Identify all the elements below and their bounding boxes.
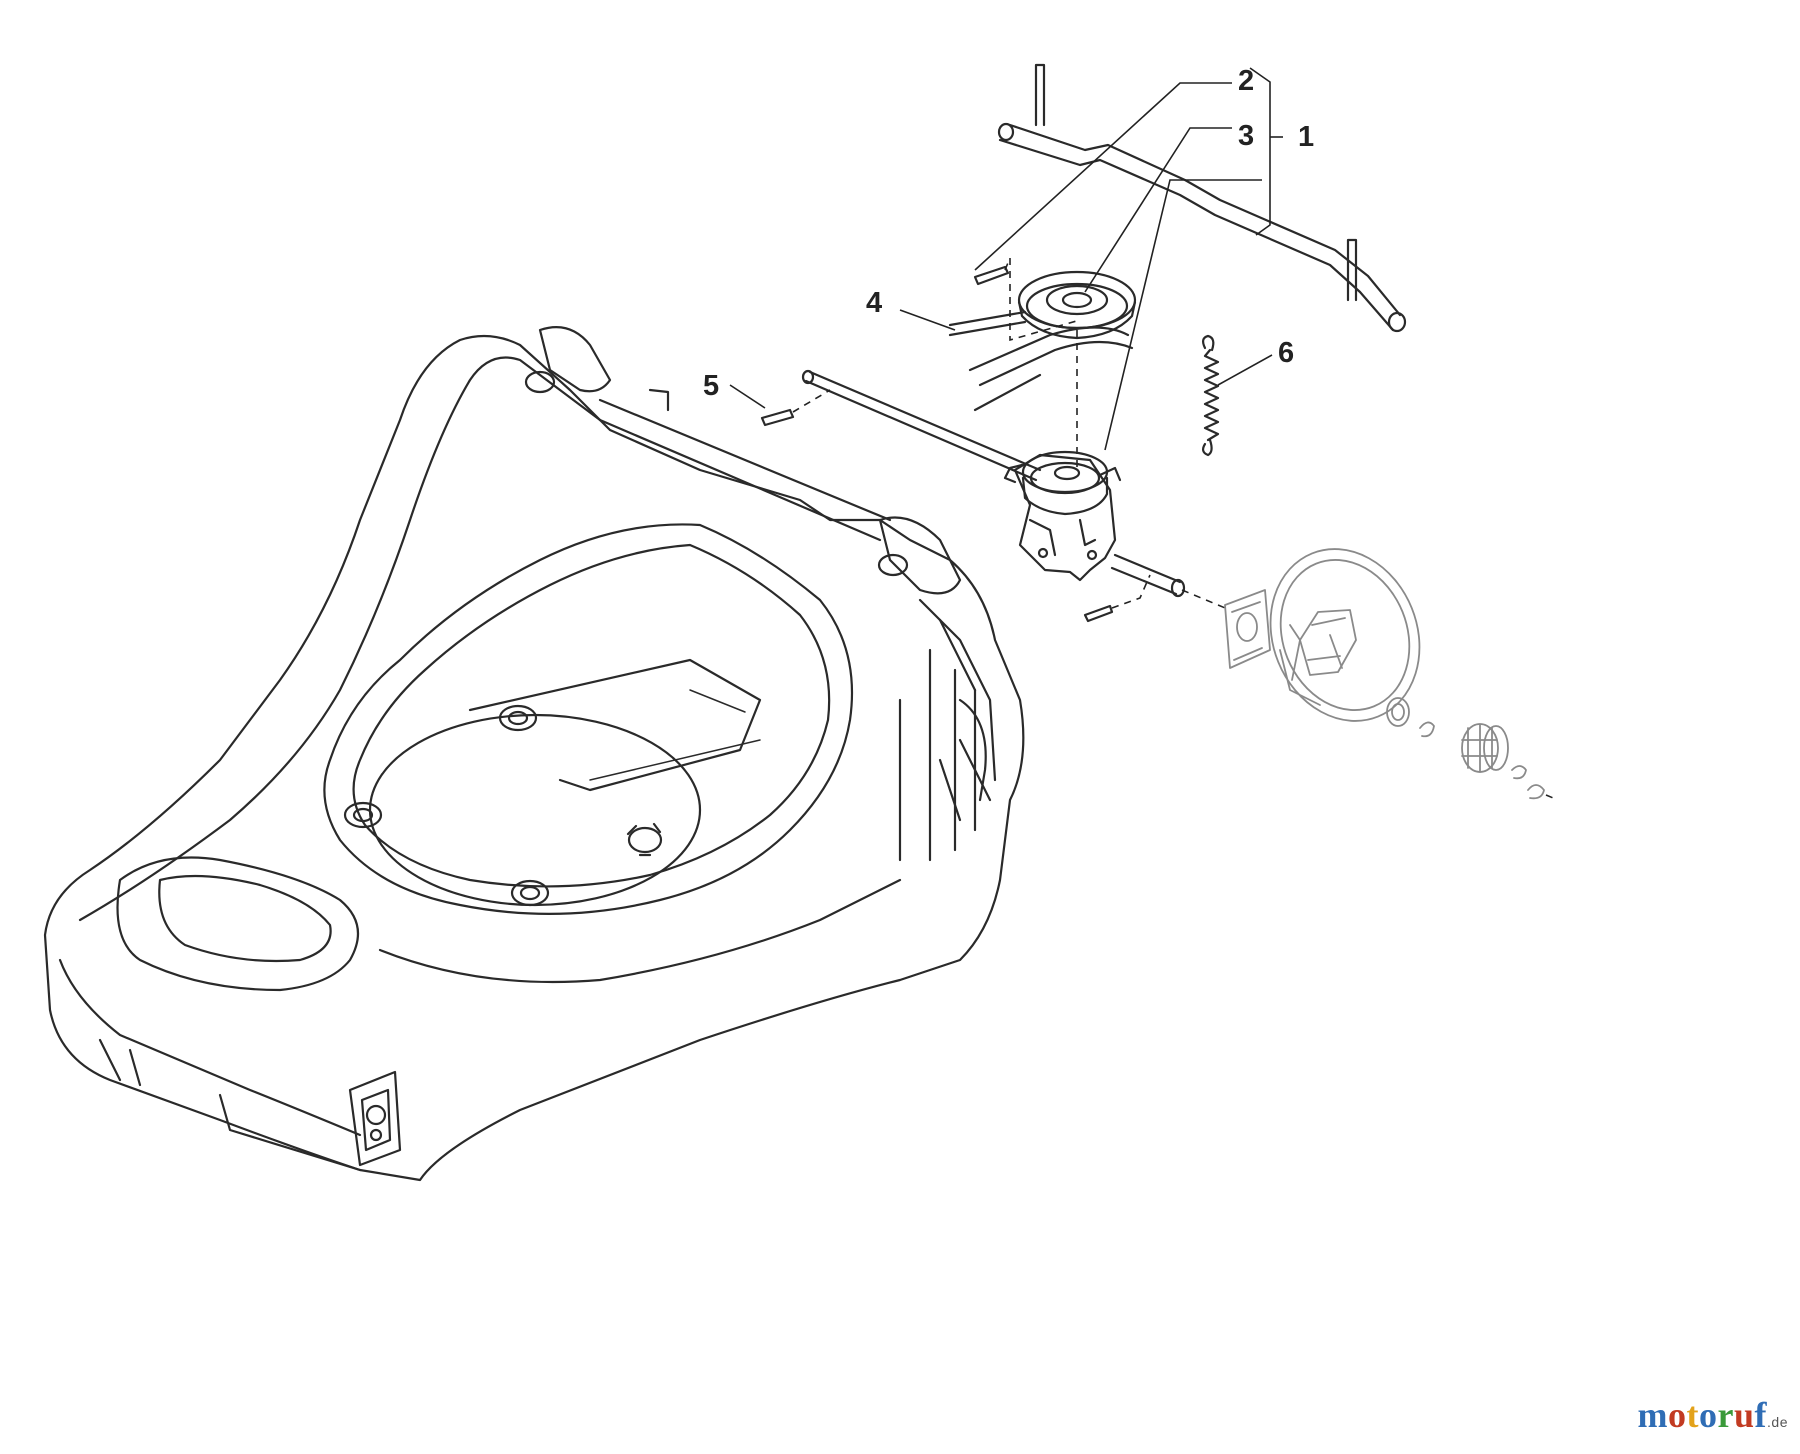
logo-letter: u [1734,1395,1755,1435]
pin-alignment-dash [1004,257,1081,342]
callout-1: 1 [1298,121,1314,153]
logo-wordmark: motoruf [1638,1395,1768,1435]
height-adjust-axle [997,63,1407,333]
wheel-align-dash [1111,574,1151,609]
callout-2: 2 [1238,65,1254,97]
logo-letter: m [1637,1395,1669,1435]
gearbox [1003,450,1122,582]
drive-shaft [801,369,1186,598]
shaft-pin-dash [792,389,831,413]
logo-letter: r [1717,1395,1734,1435]
callout-4: 4 [866,287,882,319]
mower-deck [43,326,1025,1182]
logo-letter: o [1668,1395,1687,1435]
callout-3: 3 [1238,120,1254,152]
logo-tld: .de [1767,1414,1788,1430]
leader-lines [729,67,1283,451]
logo-letter: f [1754,1395,1768,1435]
motoruf-logo: motoruf.de [1638,1394,1788,1436]
wheel-axis-dash [1181,589,1231,611]
logo-letter: t [1686,1395,1700,1435]
callout-6: 6 [1278,337,1294,369]
callout-5: 5 [703,370,719,402]
shaft-pin [760,408,1114,623]
wheel-assembly [1224,548,1559,801]
logo-letter: o [1699,1395,1718,1435]
drive-belt [948,310,1134,412]
tension-spring [1201,334,1220,457]
pulley-pin [973,265,1010,286]
